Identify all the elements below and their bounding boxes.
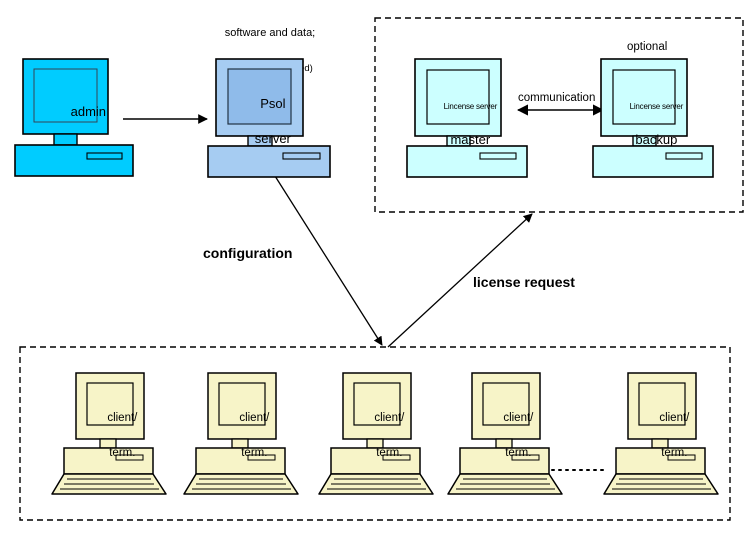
configuration-label: configuration xyxy=(203,245,293,261)
license-server-backup-computer-icon xyxy=(592,58,714,178)
node-license-server-master: Lincense server master xyxy=(406,58,530,178)
node-client-1: client/ term. xyxy=(48,372,170,497)
node-psol-server: Psol server xyxy=(207,58,333,178)
client-terminal-icon xyxy=(318,372,434,495)
edge-psol-to-clients xyxy=(274,175,383,346)
license-server-group-box xyxy=(374,17,744,213)
node-client-4: client/ term. xyxy=(444,372,566,497)
communication-label: communication xyxy=(518,92,596,104)
client-terminal-icon xyxy=(183,372,299,495)
optional-label: optional xyxy=(627,41,668,53)
admin-computer-icon xyxy=(14,58,134,177)
node-admin: admin xyxy=(14,58,136,178)
license-request-label: license request xyxy=(473,274,575,290)
client-terminal-icon xyxy=(447,372,563,495)
caption-line-software-and-data: software and data; xyxy=(224,26,316,39)
client-group-box xyxy=(19,346,731,521)
edge-clients-to-licenseservers xyxy=(387,213,533,348)
node-client-5: client/ term. xyxy=(600,372,722,497)
node-license-server-backup: Lincense server backup xyxy=(592,58,716,178)
node-client-2: client/ term. xyxy=(180,372,302,497)
client-terminal-icon xyxy=(603,372,719,495)
client-terminal-icon xyxy=(51,372,167,495)
license-server-master-computer-icon xyxy=(406,58,528,178)
psol-server-computer-icon xyxy=(207,58,331,178)
node-client-3: client/ term. xyxy=(315,372,437,497)
